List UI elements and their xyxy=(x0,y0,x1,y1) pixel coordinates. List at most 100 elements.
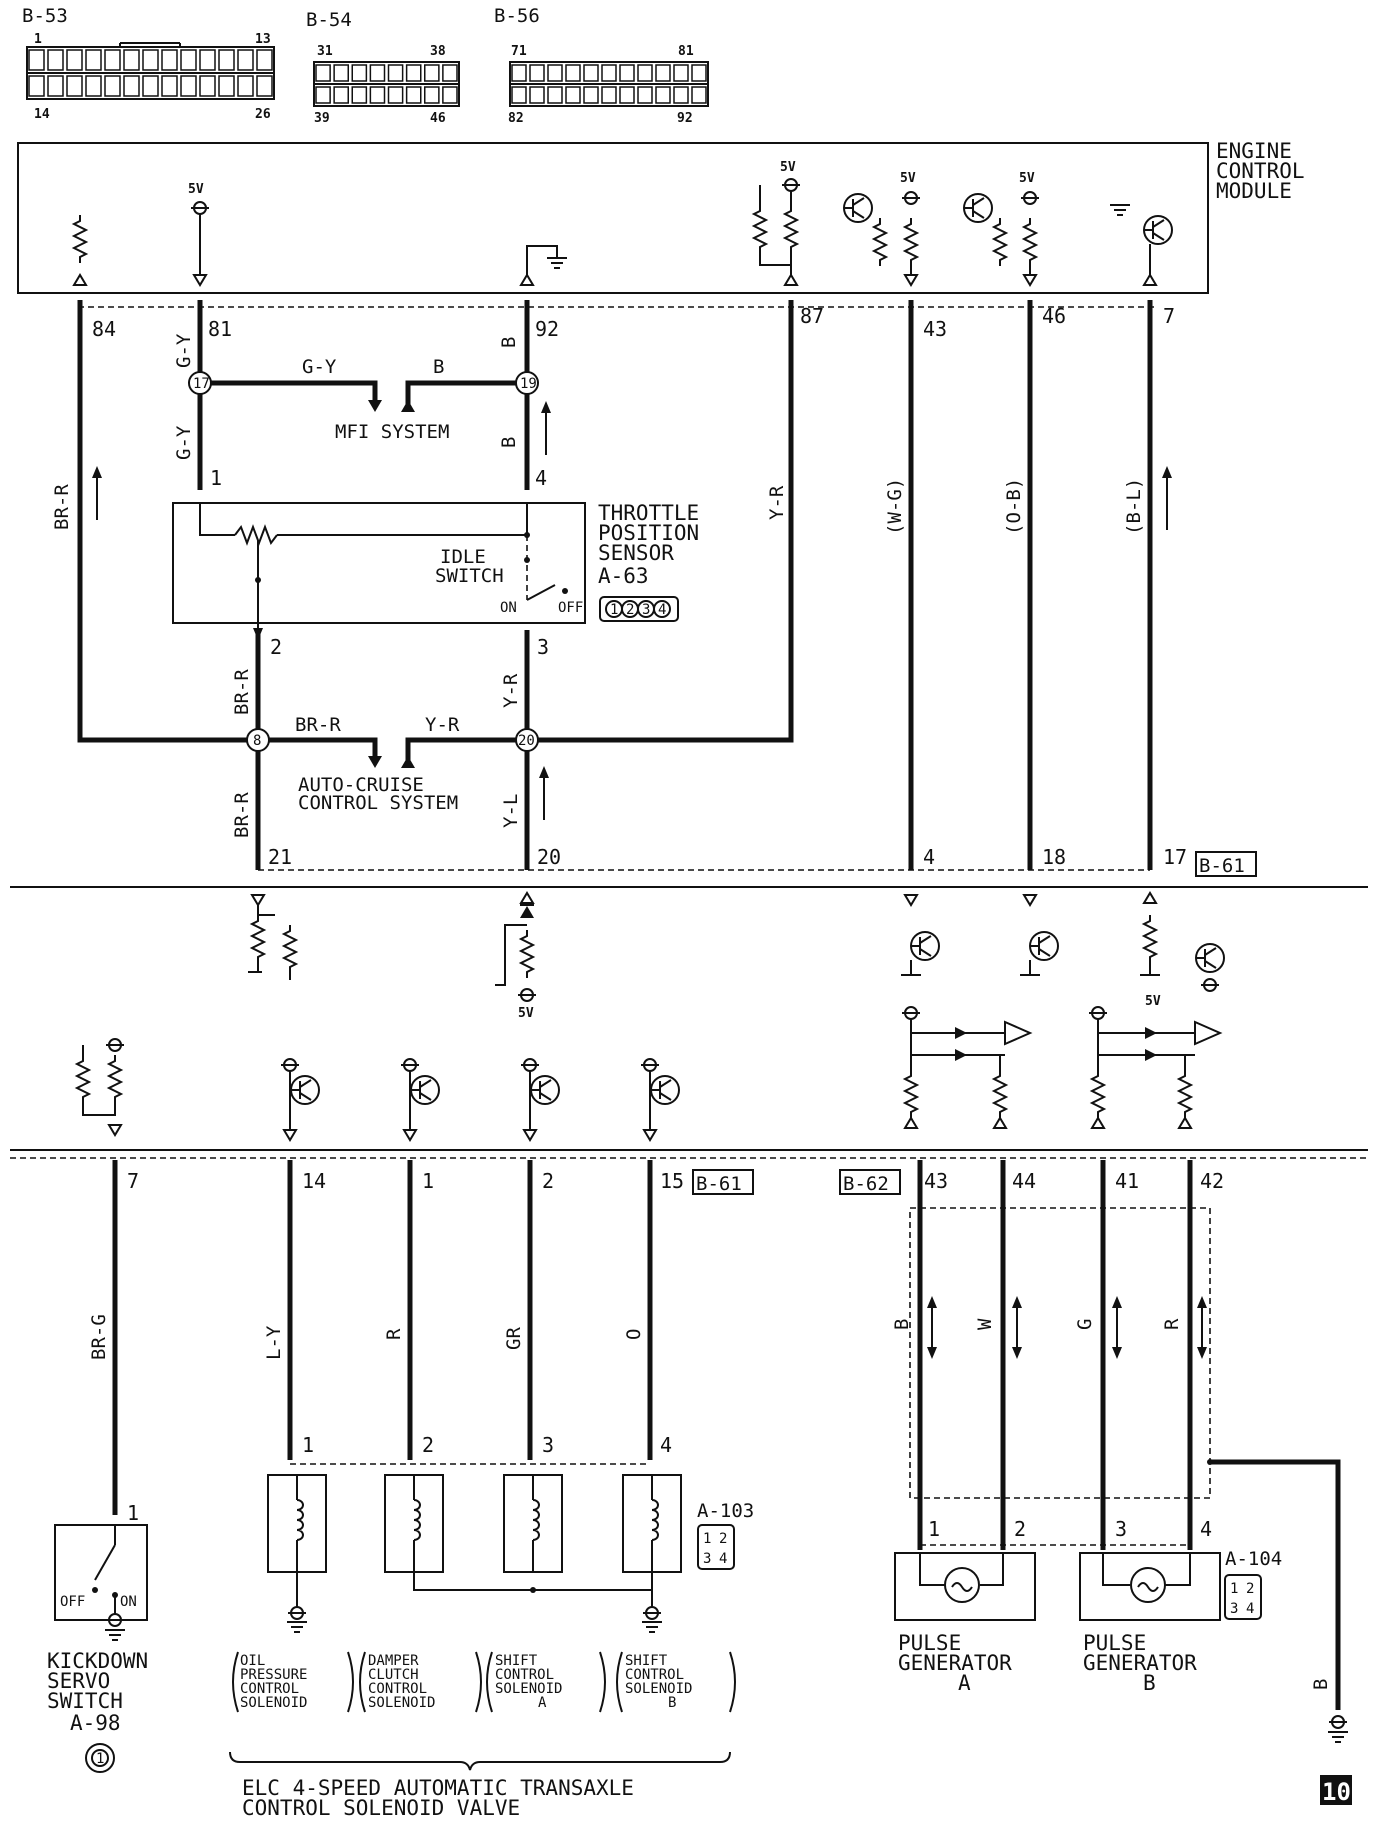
connector-cell xyxy=(637,64,653,82)
a103-label: A-103 xyxy=(697,1500,754,1522)
a63-pin-4: 4 xyxy=(658,602,666,618)
kickdown-title-3: SWITCH xyxy=(47,1689,123,1713)
connector-cell xyxy=(256,75,273,97)
transaxle-title-2: CONTROL SOLENOID VALVE xyxy=(242,1796,520,1820)
wire-g-y-tps: G-Y xyxy=(173,425,195,460)
a63-connector-face xyxy=(599,596,679,622)
connector-cell xyxy=(66,75,83,97)
ecm-5v-87: 5V xyxy=(780,160,796,175)
auto-cruise-label-1: AUTO-CRUISE xyxy=(298,774,424,796)
pulse-generator-a-box xyxy=(894,1552,1036,1621)
connector-cell xyxy=(199,49,216,71)
connector-cell xyxy=(619,64,635,82)
connector-cell xyxy=(85,75,102,97)
connector-cell xyxy=(424,86,440,104)
junction-17: 17 xyxy=(193,376,210,392)
tps-pin-2: 2 xyxy=(270,635,282,659)
connector-cell xyxy=(387,64,404,82)
b54-pin-46: 46 xyxy=(430,111,446,126)
ecm-5v-43: 5V xyxy=(900,171,916,186)
pulse-b-title-3: B xyxy=(1143,1671,1156,1695)
wire-g-y-81: G-Y xyxy=(173,333,195,368)
connector-cell xyxy=(511,64,527,82)
connector-cell xyxy=(691,64,707,82)
pin-1-lower: 1 xyxy=(422,1169,434,1193)
connector-cell xyxy=(405,86,422,104)
a104-pin-1: 1 xyxy=(1230,1581,1238,1597)
sol-pin-4: 4 xyxy=(660,1433,672,1457)
pin-41-lower: 41 xyxy=(1115,1169,1139,1193)
ecm-5v-81: 5V xyxy=(188,182,204,197)
ecm-pin-84: 84 xyxy=(92,317,116,341)
connector-b53-label: B-53 xyxy=(22,5,68,27)
kickdown-title-1: KICKDOWN xyxy=(47,1649,148,1673)
connector-cell xyxy=(351,64,368,82)
junction-8: 8 xyxy=(253,733,261,749)
connector-cell xyxy=(673,86,689,104)
connector-cell xyxy=(180,75,197,97)
b54-pin-39: 39 xyxy=(314,111,330,126)
sol-name-3-2: CONTROL xyxy=(625,1667,684,1683)
tps-code: A-63 xyxy=(598,564,649,588)
tps-title-3: SENSOR xyxy=(598,541,674,565)
sol-name-1-1: DAMPER xyxy=(368,1653,419,1669)
b61-badge-upper xyxy=(1195,851,1257,877)
sol-name-2-4: A xyxy=(538,1695,547,1711)
pulse-b-title-2: GENERATOR xyxy=(1083,1651,1197,1675)
b53-pin-26: 26 xyxy=(255,107,271,122)
sol-pin-1: 1 xyxy=(302,1433,314,1457)
pulse-a-title-3: A xyxy=(958,1671,971,1695)
wire-b-mfi: B xyxy=(433,356,444,378)
idle-on-label: ON xyxy=(500,600,517,616)
ecm-5v-46: 5V xyxy=(1019,171,1035,186)
ecm-label-1: ENGINE xyxy=(1216,139,1292,163)
connector-cell xyxy=(691,86,707,104)
tcm-5v-17: 5V xyxy=(1145,994,1161,1009)
a103-pin-2: 2 xyxy=(719,1531,727,1547)
connector-cell xyxy=(237,49,254,71)
connector-cell xyxy=(424,64,440,82)
ecm-label-3: MODULE xyxy=(1216,179,1292,203)
a104-pin-4: 4 xyxy=(1246,1601,1254,1617)
sol-name-2-1: SHIFT xyxy=(495,1653,538,1669)
a103-pin-3: 3 xyxy=(703,1551,711,1567)
pin-15-lower: 15 xyxy=(660,1169,684,1193)
wire-br-r-cruise: BR-R xyxy=(295,714,341,736)
connector-cell xyxy=(142,49,159,71)
wire-r-solenoid: R xyxy=(383,1328,405,1340)
page-ref-badge xyxy=(1320,1775,1352,1805)
tcm-internal-circuits: 5V 5V xyxy=(76,892,1225,1141)
a63-pin-3: 3 xyxy=(642,602,650,618)
connector-cell xyxy=(104,49,121,71)
b56-pin-81: 81 xyxy=(678,44,694,59)
connector-cell xyxy=(47,49,64,71)
connector-cell xyxy=(123,75,140,97)
connector-cell xyxy=(142,75,159,97)
pulse-b-title-1: PULSE xyxy=(1083,1631,1146,1655)
connector-cell xyxy=(619,86,635,104)
pulse-a-title-1: PULSE xyxy=(898,1631,961,1655)
ecm-label-2: CONTROL xyxy=(1216,159,1305,183)
kickdown-title-2: SERVO xyxy=(47,1669,110,1693)
ecm-pin-81: 81 xyxy=(208,317,232,341)
tps-pin-1: 1 xyxy=(210,466,222,490)
wire-g-pg41: G xyxy=(1074,1319,1096,1330)
wire-r-pg42: R xyxy=(1161,1318,1183,1330)
auto-cruise-label-2: CONTROL SYSTEM xyxy=(298,792,458,814)
pin-2-lower: 2 xyxy=(542,1169,554,1193)
kickdown-switch-box xyxy=(54,1524,148,1621)
connector-b56-label: B-56 xyxy=(494,5,540,27)
mfi-system-label: MFI SYSTEM xyxy=(335,421,449,443)
connector-cell xyxy=(333,64,349,82)
throttle-position-sensor-box xyxy=(172,502,586,624)
connector-cell xyxy=(583,86,599,104)
connector-cell xyxy=(442,86,458,104)
wire-b-92: B xyxy=(498,337,520,348)
ecm-pin-87: 87 xyxy=(800,304,824,328)
connector-cell xyxy=(583,64,599,82)
connector-cell xyxy=(218,75,235,97)
pg-pin-3: 3 xyxy=(1115,1517,1127,1541)
a104-connector-face xyxy=(1224,1574,1262,1620)
a98-pin-1: 1 xyxy=(96,1751,104,1767)
